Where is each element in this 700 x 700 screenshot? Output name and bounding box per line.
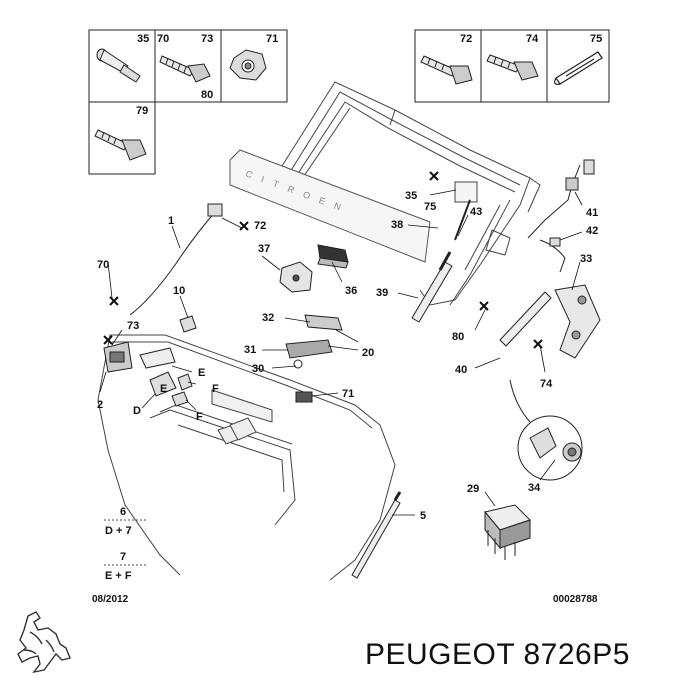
callout-D: D — [133, 405, 141, 417]
liftgate-panel — [97, 334, 396, 581]
callout-30: 30 — [252, 363, 264, 375]
callout-37: 37 — [258, 243, 270, 255]
wiring-harness — [527, 159, 595, 273]
callout-74: 74 — [540, 378, 553, 390]
callout-71-inset: 71 — [266, 33, 278, 45]
cross-marker-icon — [239, 221, 249, 231]
callout-73: 73 — [127, 320, 139, 332]
callout-32: 32 — [262, 312, 274, 324]
clip-75-icon — [554, 51, 603, 85]
gas-struts — [351, 199, 552, 579]
screw-70-icon — [159, 55, 211, 83]
cross-marker-icon — [429, 171, 439, 181]
brand-name: PEUGEOT — [365, 638, 515, 671]
parts-center — [103, 203, 349, 407]
callout-38: 38 — [391, 219, 403, 231]
hinge-33 — [554, 284, 601, 359]
screw-72-icon — [420, 55, 473, 85]
callout-F-upper: F — [212, 383, 219, 395]
callout-73-inset: 73 — [201, 33, 213, 45]
callout-29: 29 — [467, 483, 479, 495]
kit-7-number: 7 — [120, 551, 126, 563]
callout-42: 42 — [586, 225, 598, 237]
cross-marker-icon — [103, 335, 113, 345]
callout-40: 40 — [455, 364, 467, 376]
callout-35-inset: 35 — [137, 33, 149, 45]
diagram-code: 00028788 — [553, 594, 598, 605]
cross-markers — [103, 171, 543, 349]
liftgate-frame — [269, 81, 541, 306]
date-code: 08/2012 — [92, 594, 129, 605]
callout-1: 1 — [168, 215, 174, 227]
inset-fasteners-left — [88, 29, 288, 175]
callout-F-lower: F — [196, 411, 203, 423]
peugeot-lion-logo-icon — [17, 611, 71, 674]
kit-6-formula: D + 7 — [105, 525, 132, 537]
callout-41: 41 — [586, 207, 598, 219]
cross-marker-icon — [533, 339, 543, 349]
callout-71: 71 — [342, 388, 354, 400]
callout-80: 80 — [452, 331, 464, 343]
callout-34: 34 — [528, 482, 541, 494]
callout-39: 39 — [376, 287, 388, 299]
callout-70: 70 — [97, 259, 109, 271]
callout-75: 75 — [424, 201, 436, 213]
leader-lines — [99, 189, 583, 516]
callout-10: 10 — [173, 285, 185, 297]
bulb-detail — [509, 379, 583, 481]
callout-72-inset: 72 — [460, 33, 472, 45]
callout-E-upper: E — [198, 367, 205, 379]
inset-fasteners-right — [414, 29, 610, 103]
part-number: 8726P5 — [523, 638, 630, 671]
nut-71-icon — [229, 49, 267, 81]
callout-43: 43 — [470, 206, 482, 218]
kit-legend: 6 D + 7 7 E + F — [104, 506, 146, 582]
callout-20: 20 — [362, 347, 374, 359]
callout-31: 31 — [244, 344, 256, 356]
pin-35-icon — [96, 48, 141, 83]
callout-72: 72 — [254, 220, 266, 232]
callout-79-inset: 79 — [136, 105, 148, 117]
callout-2: 2 — [97, 399, 103, 411]
callout-5: 5 — [420, 510, 426, 522]
callout-80-inset: 80 — [201, 89, 213, 101]
callout-35: 35 — [405, 190, 417, 202]
callout-70-inset: 70 — [157, 33, 169, 45]
cross-marker-icon — [109, 296, 119, 306]
callout-E-lower: E — [160, 383, 167, 395]
callout-labels: 35 70 73 71 80 79 72 74 75 1 72 37 70 36… — [97, 33, 602, 522]
screw-74-icon — [486, 54, 539, 81]
kit-6-number: 6 — [120, 506, 126, 518]
callout-75-inset: 75 — [590, 33, 602, 45]
brand-part-number: PEUGEOT 8726P5 — [365, 638, 630, 672]
callout-74-inset: 74 — [526, 33, 539, 45]
callout-36: 36 — [345, 285, 357, 297]
bolt-79-icon — [94, 129, 147, 161]
kit-7-formula: E + F — [105, 570, 132, 582]
callout-33: 33 — [580, 253, 592, 265]
relay-29 — [484, 504, 531, 560]
cross-marker-icon — [479, 301, 489, 311]
